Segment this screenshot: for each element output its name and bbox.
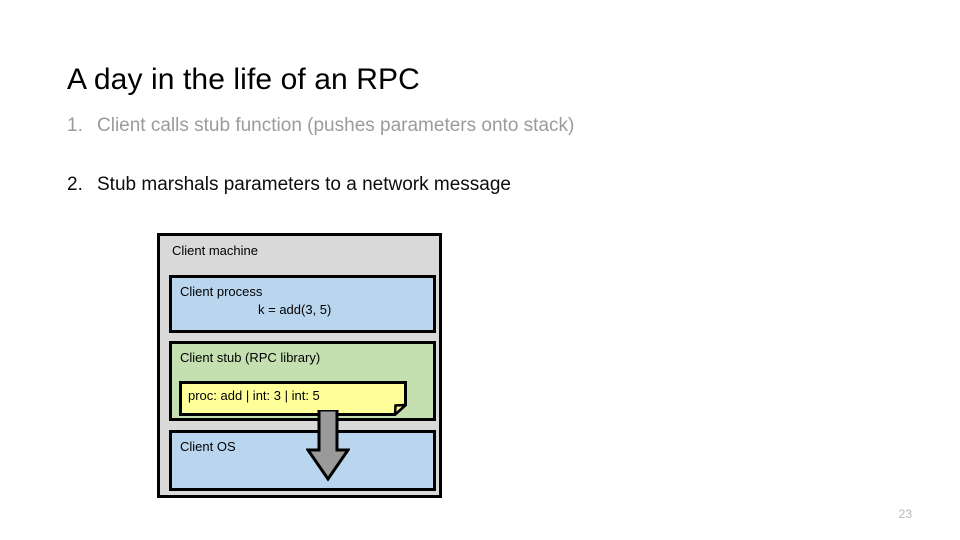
page-title: A day in the life of an RPC [67,63,420,96]
list-item: 2. Stub marshals parameters to a network… [67,172,907,198]
marshalled-message-box: proc: add | int: 3 | int: 5 [179,381,407,416]
list-item-label: Stub marshals parameters to a network me… [97,174,511,195]
steps-list: 1. Client calls stub function (pushes pa… [67,113,907,231]
document-fold-icon [179,381,407,416]
client-process-label: Client process [180,284,263,299]
marshalled-message-text: proc: add | int: 3 | int: 5 [188,388,320,403]
rpc-diagram: Client machine Client process k = add(3,… [157,233,442,498]
list-item-number: 1. [67,115,83,136]
list-item-label: Client calls stub function (pushes param… [97,115,575,136]
client-stub-box: Client stub (RPC library) proc: add | in… [169,341,436,421]
client-stub-label: Client stub (RPC library) [180,350,321,365]
client-os-label: Client OS [180,439,236,454]
client-process-box: Client process k = add(3, 5) [169,275,436,333]
list-item: 1. Client calls stub function (pushes pa… [67,113,907,139]
client-os-box: Client OS [169,430,436,491]
list-item-number: 2. [67,174,83,195]
client-machine-label: Client machine [172,243,258,258]
client-process-call-text: k = add(3, 5) [258,302,332,317]
client-machine-box: Client machine Client process k = add(3,… [157,233,442,498]
arrow-down-icon [306,410,350,482]
down-arrow [306,410,350,482]
page-number: 23 [898,507,912,521]
